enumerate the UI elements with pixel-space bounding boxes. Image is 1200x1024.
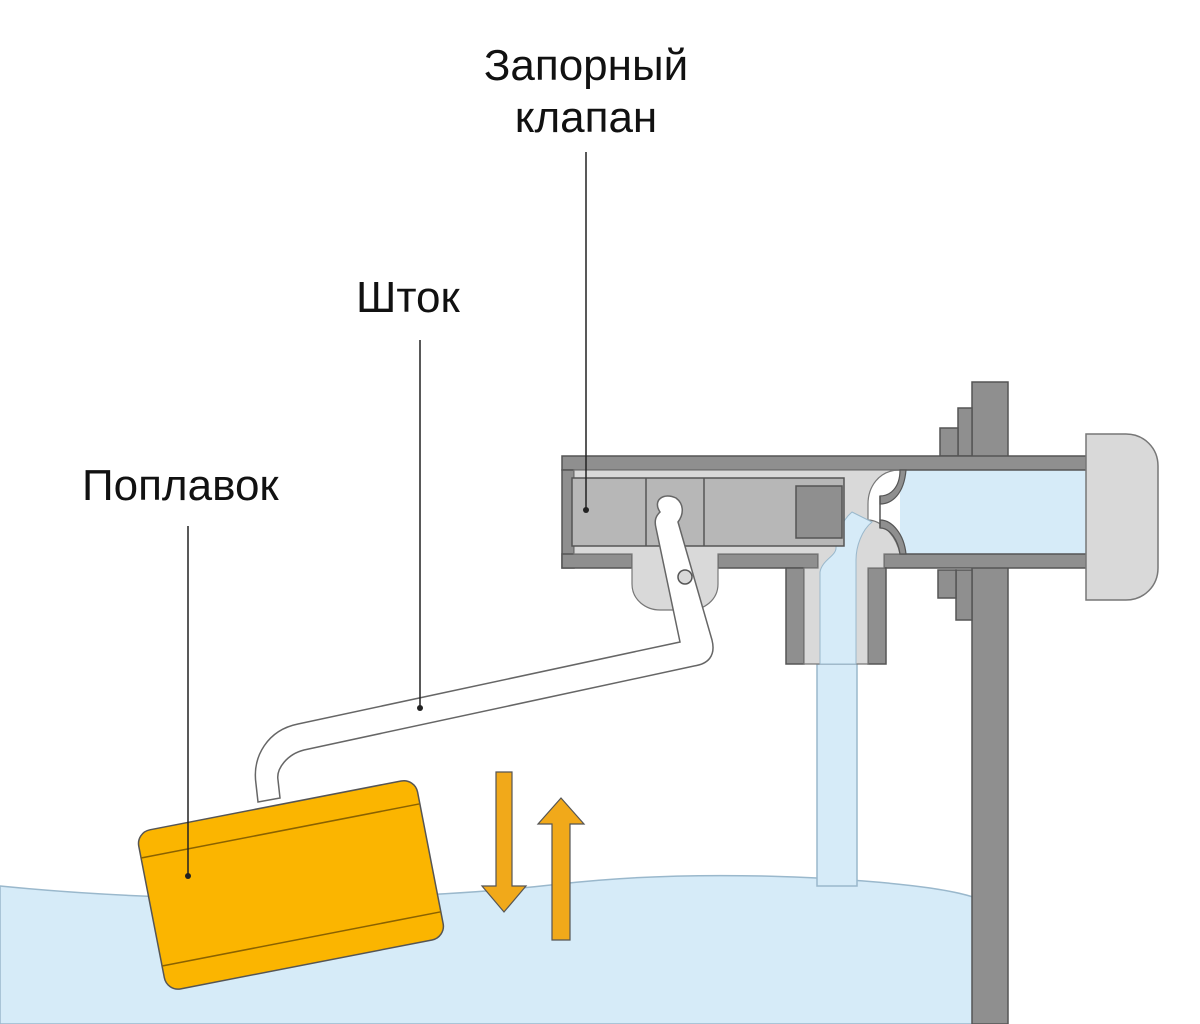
pipe-nut-top-1 bbox=[957, 407, 973, 457]
pivot-pin bbox=[677, 569, 693, 585]
outlet-wall-left bbox=[785, 567, 805, 665]
leader-dot-float bbox=[185, 873, 191, 879]
inlet-pipe-water bbox=[900, 470, 1088, 554]
valve-bottom-wall-left bbox=[561, 553, 633, 569]
label-float: Поплавок bbox=[82, 461, 279, 510]
pipe-nut-top-2 bbox=[939, 427, 959, 457]
piston-seal bbox=[795, 485, 843, 539]
leader-dot-valve bbox=[583, 507, 589, 513]
water-stream bbox=[816, 663, 858, 887]
label-shutoff-valve-line1: Запорный bbox=[483, 41, 689, 90]
outlet-wall-right bbox=[867, 567, 887, 665]
lever-rod bbox=[254, 495, 714, 803]
valve-seat-lower bbox=[879, 519, 907, 555]
arrow-down-icon bbox=[480, 771, 528, 913]
valve-bottom-wall-mid bbox=[717, 553, 819, 569]
inlet-cap bbox=[1085, 433, 1159, 601]
arrow-up-icon bbox=[536, 797, 586, 941]
pipe-nut-bottom-2 bbox=[937, 569, 957, 599]
valve-bottom-wall-right bbox=[883, 553, 1089, 569]
float bbox=[137, 779, 445, 990]
pipe-nut-bottom-1 bbox=[955, 569, 973, 621]
leader-dot-rod bbox=[417, 705, 423, 711]
valve-top-wall bbox=[561, 455, 1089, 471]
label-shutoff-valve: Запорный клапан bbox=[466, 40, 706, 144]
label-shutoff-valve-line2: клапан bbox=[514, 93, 658, 142]
label-rod: Шток bbox=[356, 273, 460, 322]
